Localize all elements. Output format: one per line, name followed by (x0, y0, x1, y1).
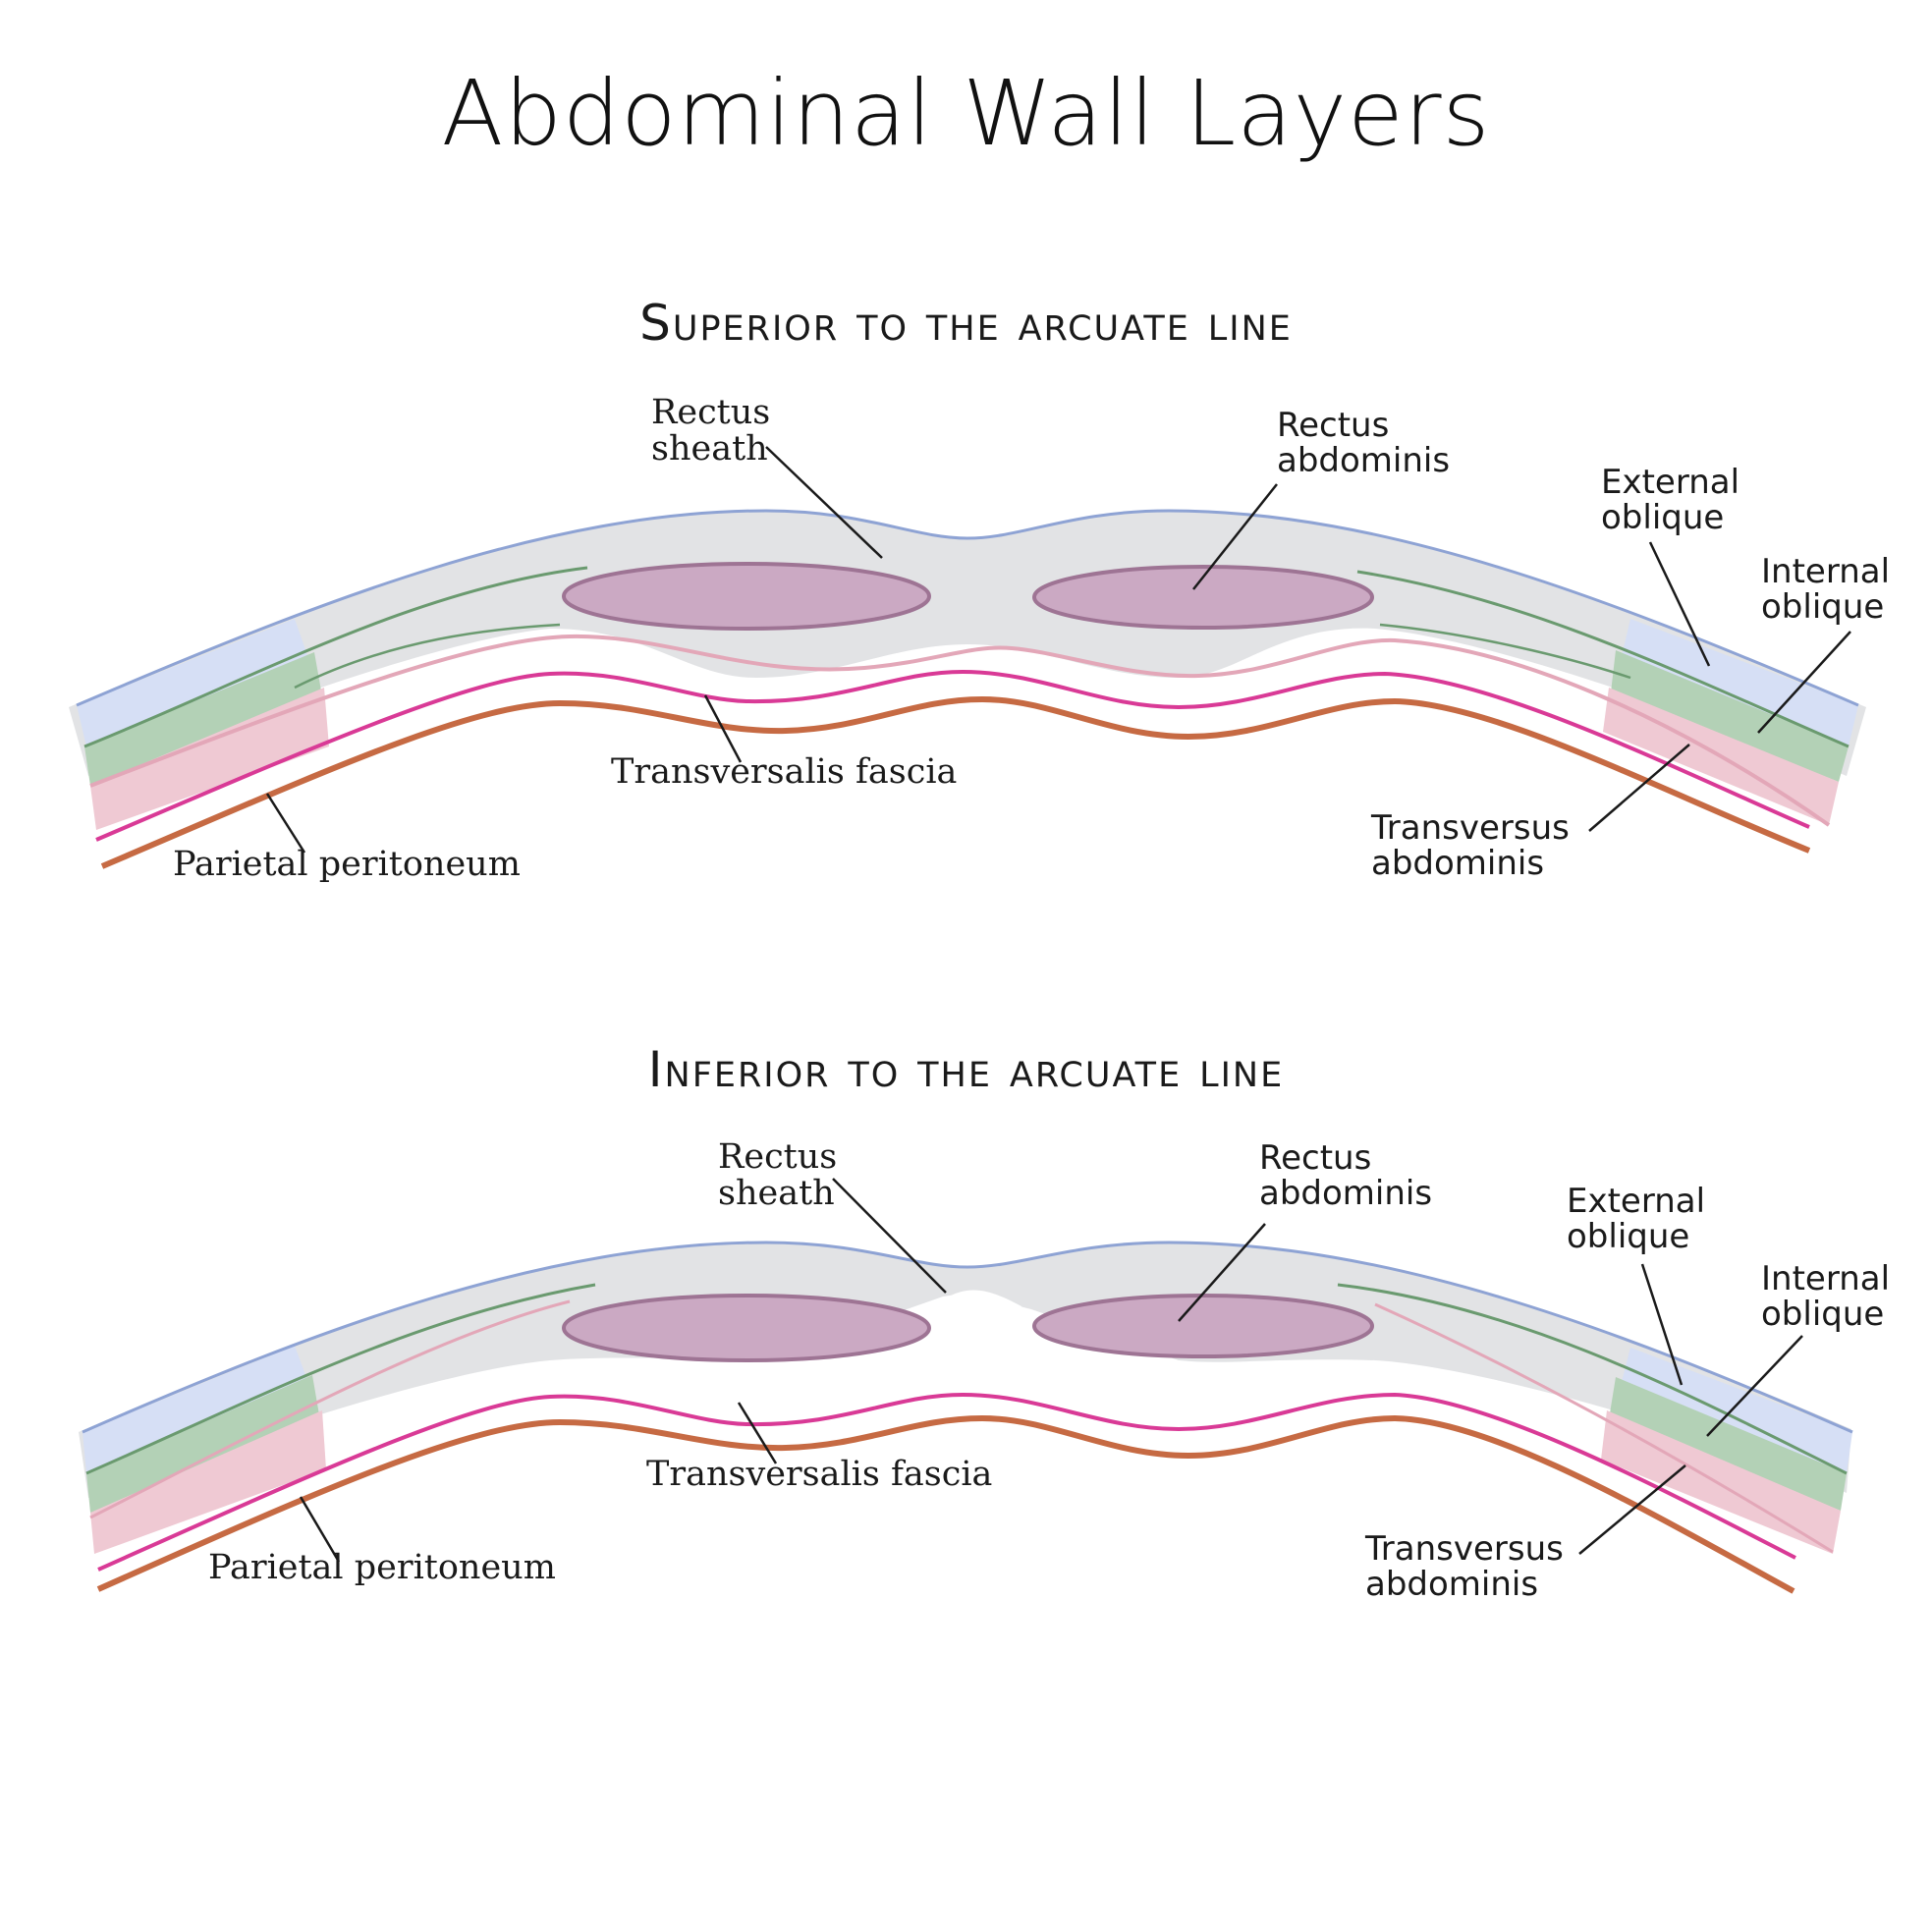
leader-parietal-peritoneum (265, 793, 306, 854)
leader-external-oblique-inferior (1640, 1263, 1684, 1386)
internal-oblique-line-right-inferior (1337, 1283, 1848, 1475)
internal-oblique-line-left (83, 566, 588, 748)
transversus-line-left-inferior (89, 1299, 571, 1519)
internal-oblique-line-right (1356, 570, 1849, 748)
transversus-band-left (90, 688, 329, 830)
leader-internal-oblique (1757, 631, 1851, 734)
internal-oblique-band-right (1611, 650, 1849, 782)
panel-inferior-heading: Inferior to the arcuate line (647, 1041, 1285, 1098)
external-oblique-band-right (1616, 619, 1858, 746)
sheath-gap-inferior (928, 1290, 1031, 1346)
leader-parietal-peritoneum-inferior (299, 1496, 341, 1563)
leader-internal-oblique-inferior (1706, 1335, 1803, 1437)
transversus-line-right-inferior (1374, 1302, 1834, 1554)
leader-rectus-sheath (765, 446, 883, 559)
transversus-line-right (1379, 623, 1631, 680)
parietal-peritoneum-line (100, 695, 1811, 869)
label-transversalis-fascia: Transversalis fascia (611, 752, 958, 792)
transversus-band-right-inferior (1601, 1410, 1841, 1554)
leader-transversus-abdominis-inferior (1578, 1464, 1686, 1555)
leader-rectus-abdominis-inferior (1178, 1223, 1266, 1322)
rectus-abdominis-right-inferior (1032, 1294, 1374, 1358)
parietal-peritoneum-line-inferior (96, 1414, 1795, 1594)
external-surface-line (76, 509, 1859, 707)
leader-rectus-abdominis (1192, 483, 1278, 590)
leader-rectus-sheath-inferior (832, 1178, 947, 1294)
transversalis-fascia-line (95, 669, 1810, 842)
transversus-line-left (294, 623, 561, 690)
internal-oblique-band-left (84, 652, 324, 786)
rectus-abdominis-left (562, 562, 931, 631)
leader-transversalis-fascia (703, 694, 743, 763)
internal-oblique-band-left-inferior (86, 1375, 322, 1513)
panel-superior-heading: Superior to the arcuate line (639, 295, 1293, 352)
rectus-abdominis-left-inferior (562, 1294, 931, 1362)
rectus-abdominis-right (1032, 565, 1374, 630)
label-parietal-peritoneum: Parietal peritoneum (173, 845, 521, 884)
transversus-band-left-inferior (90, 1410, 326, 1554)
external-surface-line-inferior (82, 1241, 1853, 1434)
external-oblique-band-left-inferior (83, 1346, 316, 1473)
rectus-sheath-region (69, 511, 1866, 776)
external-oblique-band-right-inferior (1616, 1348, 1852, 1473)
label-transversalis-fascia-inferior: Transversalis fascia (646, 1455, 993, 1494)
transversalis-fascia-line-inferior (97, 1392, 1796, 1572)
rectus-sheath-region-inferior (79, 1242, 1851, 1498)
label-parietal-peritoneum-inferior: Parietal peritoneum (208, 1548, 556, 1587)
internal-oblique-band-right-inferior (1609, 1377, 1847, 1511)
page-title: Abdominal Wall Layers (441, 61, 1491, 166)
leader-transversalis-fascia-inferior (737, 1402, 778, 1464)
leader-external-oblique (1648, 541, 1711, 667)
external-oblique-band-left (77, 619, 316, 746)
posterior-sheath-line (89, 634, 1831, 827)
leader-transversus-abdominis (1588, 744, 1690, 832)
internal-oblique-line-left-inferior (85, 1283, 596, 1475)
